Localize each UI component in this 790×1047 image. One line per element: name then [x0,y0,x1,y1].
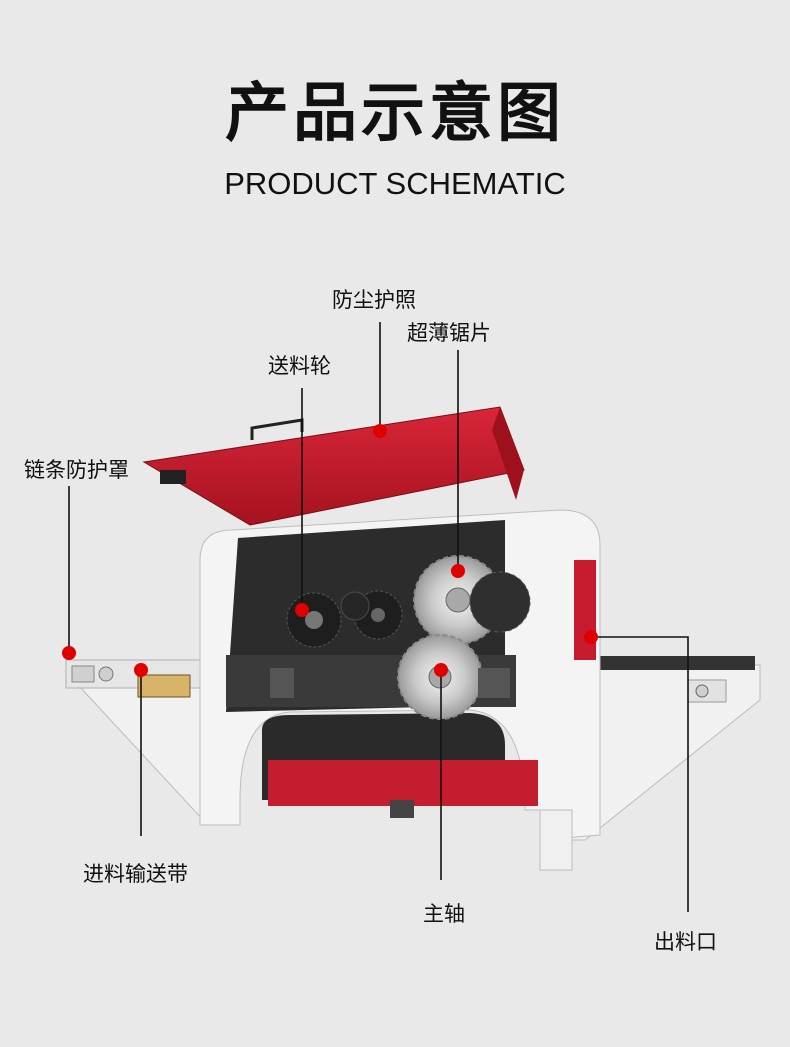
label-thin-blade: 超薄锯片 [407,321,491,345]
marker-dust-cover [373,424,387,438]
outlet-body [569,656,761,841]
spindle-blade [270,634,510,720]
label-outlet: 出料口 [654,930,717,954]
marker-chain-guard [62,646,76,660]
title-english: PRODUCT SCHEMATIC [224,166,566,201]
label-feed-wheel: 送料轮 [268,354,331,378]
markers [62,424,598,677]
marker-feed-wheel [295,603,309,617]
marker-thin-blade [451,564,465,578]
label-infeed-conveyor: 进料输送带 [83,862,188,886]
dust-cover-lid [142,406,525,526]
marker-spindle [434,663,448,677]
title-chinese: 产品示意图 [225,77,565,151]
thin-saw-blade [413,555,531,645]
leader-lines [68,322,689,912]
machine-main-body [199,509,601,871]
marker-infeed [134,663,148,677]
label-chain-guard: 链条防护罩 [24,458,129,482]
label-dust-cover: 防尘护照 [332,288,416,312]
marker-outlet [584,630,598,644]
label-spindle: 主轴 [423,902,465,926]
feed-wheels [286,590,403,648]
